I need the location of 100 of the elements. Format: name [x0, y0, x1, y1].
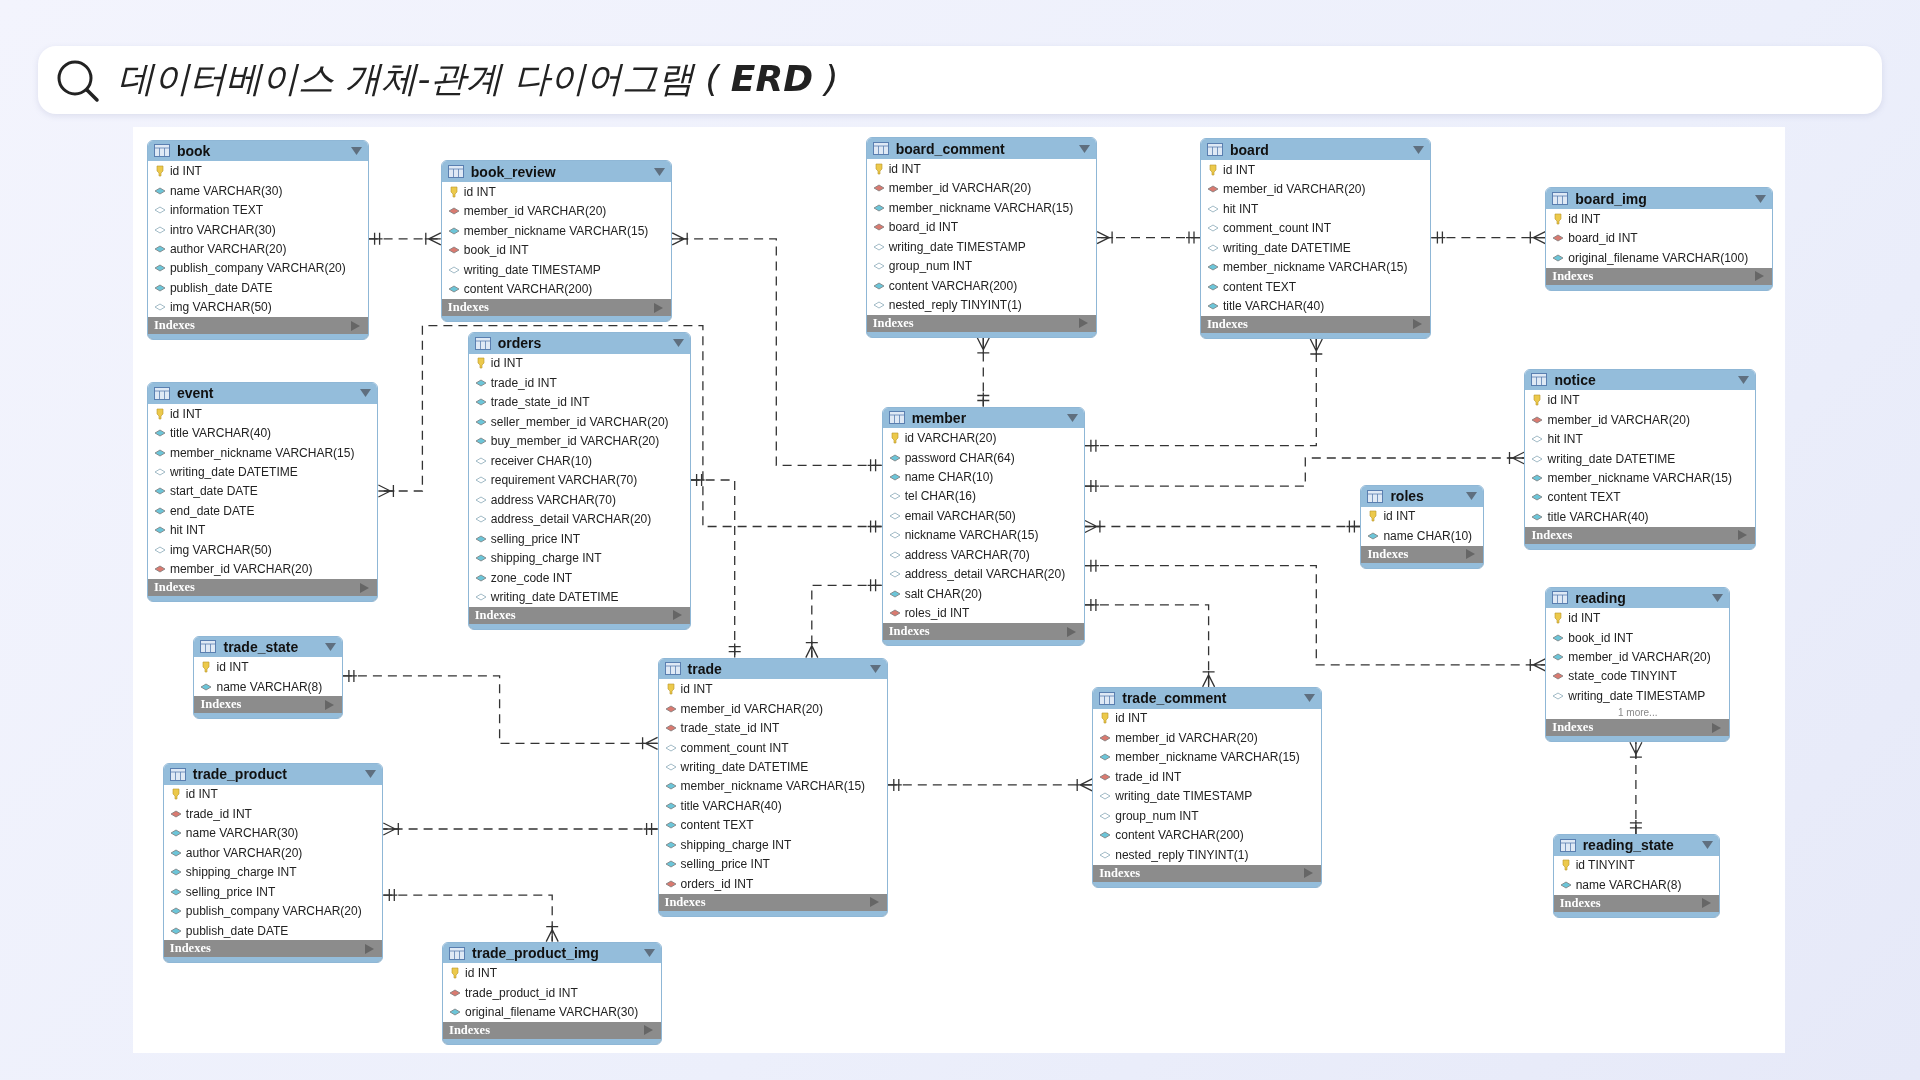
indexes-label: Indexes	[1367, 546, 1409, 562]
table-name: board_comment	[895, 140, 1006, 157]
indexes-label: Indexes	[1531, 527, 1573, 543]
column-name: title VARCHAR(40)	[1223, 299, 1325, 314]
column-name: board_id INT	[1568, 231, 1638, 246]
column-name: member_id VARCHAR(20)	[680, 701, 824, 716]
indexes-label: Indexes	[1552, 720, 1594, 736]
column-name: group_num INT	[888, 259, 973, 274]
column-name: nested_reply TINYINT(1)	[888, 297, 1022, 312]
column-name: member_nickname VARCHAR(15)	[463, 223, 649, 238]
column-name: state_code TINYINT	[1568, 669, 1677, 684]
column-name: writing_date DATETIME	[1223, 240, 1351, 255]
indexes-label: Indexes	[153, 318, 195, 334]
column-name: salt CHAR(20)	[904, 586, 982, 601]
column-name: nickname VARCHAR(15)	[904, 528, 1039, 543]
column-name: name VARCHAR(8)	[1575, 877, 1682, 892]
column-name: writing_date TIMESTAMP	[463, 262, 601, 277]
column-name: member_id VARCHAR(20)	[1223, 182, 1366, 197]
column-name: selling_price INT	[490, 531, 581, 546]
column-name: comment_count INT	[1223, 221, 1332, 236]
relationship-line	[1084, 598, 1216, 688]
table-name: notice	[1554, 371, 1597, 388]
table-name: reading	[1575, 589, 1627, 606]
indexes-label: Indexes	[474, 607, 516, 623]
column-name: book_id INT	[1568, 630, 1633, 645]
indexes-label: Indexes	[447, 300, 489, 316]
column-name: member_nickname VARCHAR(15)	[169, 445, 355, 460]
column-name: shipping_charge INT	[185, 865, 297, 880]
column-name: writing_date TIMESTAMP	[1568, 688, 1706, 703]
relationship-line	[887, 778, 1093, 792]
column-name: id INT	[216, 660, 249, 675]
column-name: selling_price INT	[185, 884, 276, 899]
column-name: id INT	[1223, 162, 1255, 177]
more-columns-note: 1 more...	[1617, 705, 1659, 720]
indexes-label: Indexes	[200, 697, 242, 713]
column-name: author VARCHAR(20)	[185, 845, 303, 860]
relationship-line	[382, 888, 559, 943]
column-name: comment_count INT	[680, 740, 789, 755]
column-name: address_detail VARCHAR(20)	[490, 512, 652, 527]
relationship-line	[1084, 338, 1323, 453]
column-name: writing_date DATETIME	[680, 759, 809, 774]
column-name: seller_member_id VARCHAR(20)	[490, 414, 669, 429]
column-name: shipping_charge INT	[680, 837, 792, 852]
column-name: selling_price INT	[680, 857, 770, 872]
column-name: address VARCHAR(70)	[904, 547, 1030, 562]
table-box	[881, 406, 1085, 647]
column-name: member_nickname VARCHAR(15)	[680, 779, 866, 794]
column-name: member_nickname VARCHAR(15)	[888, 200, 1074, 215]
table-box	[1200, 138, 1432, 339]
column-name: id INT	[463, 184, 496, 199]
column-name: author VARCHAR(20)	[169, 242, 287, 256]
column-name: buy_member_id VARCHAR(20)	[490, 434, 660, 449]
column-name: name CHAR(10)	[904, 470, 994, 484]
column-name: writing_date DATETIME	[490, 590, 619, 604]
column-name: name CHAR(10)	[1383, 528, 1473, 543]
column-name: writing_date DATETIME	[169, 465, 298, 479]
column-name: email VARCHAR(50)	[904, 508, 1016, 523]
column-name: id INT	[169, 164, 202, 179]
column-name: member_nickname VARCHAR(15)	[1547, 471, 1732, 485]
column-name: member_id VARCHAR(20)	[463, 204, 607, 219]
column-name: content TEXT	[1223, 279, 1297, 294]
column-name: id INT	[1547, 393, 1580, 408]
column-name: id INT	[888, 161, 921, 176]
table-box	[146, 139, 369, 341]
relationship-line	[671, 232, 883, 472]
table-box	[1524, 368, 1756, 550]
indexes-label: Indexes	[169, 941, 211, 957]
column-name: publish_company VARCHAR(20)	[169, 261, 346, 276]
column-name: trade_product_id INT	[465, 985, 578, 1000]
column-name: id INT	[1383, 509, 1416, 524]
column-name: id INT	[185, 787, 218, 802]
table-name: book	[176, 143, 212, 159]
column-name: publish_company VARCHAR(20)	[185, 904, 362, 919]
column-name: hit INT	[1223, 201, 1259, 216]
column-name: member_nickname VARCHAR(15)	[1223, 260, 1408, 275]
column-name: start_date DATE	[169, 484, 258, 499]
table-box	[193, 635, 343, 720]
column-name: title VARCHAR(40)	[169, 426, 272, 441]
column-name: member_nickname VARCHAR(15)	[1115, 750, 1300, 765]
title: 데이터베이스 개체-관계 다이어그램 ( ERD )	[118, 57, 839, 101]
table-name: book_review	[470, 163, 557, 180]
column-name: address_detail VARCHAR(20)	[904, 567, 1066, 582]
table-box	[146, 382, 379, 603]
table-name: trade_comment	[1122, 690, 1228, 707]
table-name: trade_product	[192, 766, 288, 783]
column-name: requirement VARCHAR(70)	[490, 473, 638, 488]
column-name: password CHAR(64)	[904, 450, 1015, 465]
column-name: content TEXT	[680, 818, 754, 833]
table-name: orders	[497, 335, 543, 352]
table-box	[162, 762, 384, 964]
column-name: member_id VARCHAR(20)	[1115, 730, 1258, 745]
table-box	[1360, 484, 1485, 569]
table-name: trade	[687, 660, 723, 677]
indexes-label: Indexes	[1099, 865, 1141, 881]
column-name: id INT	[490, 356, 523, 371]
table-name: member	[911, 409, 968, 426]
column-name: address VARCHAR(70)	[490, 492, 616, 507]
column-name: id VARCHAR(20)	[904, 431, 997, 446]
relationship-line	[377, 325, 883, 534]
table-box	[865, 137, 1098, 338]
